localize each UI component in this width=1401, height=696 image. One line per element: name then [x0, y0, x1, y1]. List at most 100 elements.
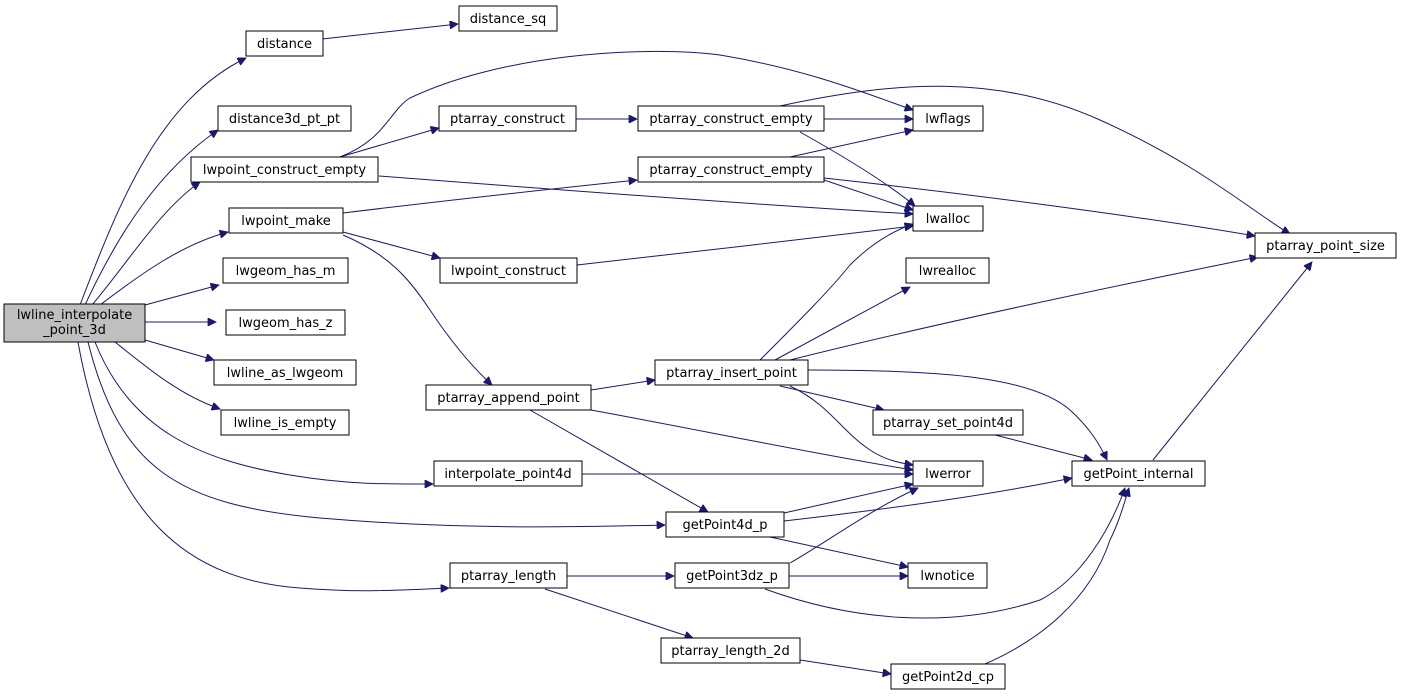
node-lwline-as-lwgeom[interactable]: lwline_as_lwgeom [213, 359, 357, 386]
node-getpoint2d-cp[interactable]: getPoint2d_cp [890, 663, 1006, 690]
edge-layer [77, 24, 1312, 674]
edge-root-lwgeom-has-m [144, 285, 219, 306]
node-ptarray-construct-empty-a-label: ptarray_construct_empty [649, 112, 812, 127]
node-lwline-is-empty[interactable]: lwline_is_empty [220, 409, 350, 436]
edge-getpoint-internal-ptarray-point-size [1152, 262, 1312, 461]
node-lwalloc-label: lwalloc [926, 212, 971, 227]
edge-ptarray-append-point-getpoint4d-p [529, 409, 708, 512]
edge-getpoint3dz-p-lwerror [789, 488, 918, 564]
edge-lwpoint-construct-lwalloc [576, 226, 913, 266]
edge-getpoint2d-cp-getpoint-internal [984, 488, 1129, 665]
edge-lwpoint-construct-empty-ptarray-construct [339, 128, 439, 158]
node-distance3d-pt-pt-label: distance3d_pt_pt [229, 112, 340, 127]
node-layer: lwline_interpolate _point_3d distance di… [3, 5, 1397, 690]
edge-getpoint4d-p-getpoint-internal [783, 478, 1072, 522]
edge-ptarray-insert-point-lwerror [789, 385, 913, 465]
node-ptarray-insert-point-label: ptarray_insert_point [666, 366, 797, 381]
edge-root-lwline-is-empty [114, 341, 220, 409]
node-lwgeom-has-m-label: lwgeom_has_m [236, 264, 336, 279]
node-getpoint-internal-label: getPoint_internal [1083, 467, 1193, 482]
node-interpolate-point4d[interactable]: interpolate_point4d [433, 460, 583, 487]
node-lwnotice[interactable]: lwnotice [907, 562, 988, 589]
node-lwgeom-has-z[interactable]: lwgeom_has_z [225, 309, 346, 336]
node-getpoint3dz-p-label: getPoint3dz_p [686, 569, 778, 584]
edge-getpoint3dz-p-getpoint-internal [764, 488, 1125, 619]
node-distance-sq-label: distance_sq [470, 12, 547, 27]
edge-root-getpoint4d-p [87, 341, 665, 527]
node-ptarray-set-point4d[interactable]: ptarray_set_point4d [872, 409, 1024, 436]
node-ptarray-append-point[interactable]: ptarray_append_point [425, 384, 592, 411]
edge-root-lwpoint-make [99, 232, 228, 306]
node-ptarray-construct-empty-a[interactable]: ptarray_construct_empty [637, 105, 825, 132]
node-ptarray-point-size-label: ptarray_point_size [1266, 239, 1385, 254]
edge-lwpoint-construct-empty-lwalloc [378, 175, 913, 214]
node-distance-label: distance [257, 37, 312, 52]
node-ptarray-insert-point[interactable]: ptarray_insert_point [654, 359, 809, 386]
node-lwpoint-construct[interactable]: lwpoint_construct [439, 257, 578, 284]
node-lwline-as-lwgeom-label: lwline_as_lwgeom [227, 366, 344, 381]
edge-root-distance3d-pt-pt [84, 130, 218, 306]
edge-root-lwpoint-construct-empty [91, 182, 200, 306]
node-ptarray-construct-empty-b[interactable]: ptarray_construct_empty [637, 156, 825, 183]
node-interpolate-point4d-label: interpolate_point4d [444, 467, 571, 482]
edge-ptarray-append-point-ptarray-insert-point [590, 380, 655, 391]
node-getpoint3dz-p[interactable]: getPoint3dz_p [674, 562, 790, 589]
edge-root-distance [79, 58, 246, 306]
edge-ptarray-construct-empty-a-lwalloc [799, 131, 915, 206]
edge-ptarray-construct-empty-b-lwalloc [823, 179, 913, 210]
node-lwalloc[interactable]: lwalloc [912, 205, 984, 232]
edge-lwpoint-make-ptarray-append-point [342, 234, 492, 385]
node-getpoint-internal[interactable]: getPoint_internal [1071, 460, 1206, 487]
node-lwpoint-construct-empty-label: lwpoint_construct_empty [203, 163, 366, 178]
node-ptarray-length[interactable]: ptarray_length [449, 562, 568, 589]
node-ptarray-length-2d[interactable]: ptarray_length_2d [660, 637, 801, 664]
node-lwgeom-has-z-label: lwgeom_has_z [239, 316, 333, 331]
node-lwgeom-has-m[interactable]: lwgeom_has_m [222, 257, 349, 284]
node-lwerror-label: lwerror [925, 467, 971, 482]
edge-lwpoint-construct-empty-lwflags [339, 50, 913, 158]
node-lwerror[interactable]: lwerror [912, 460, 984, 487]
edge-ptarray-set-point4d-getpoint-internal [994, 434, 1092, 460]
node-getpoint2d-cp-label: getPoint2d_cp [902, 670, 994, 685]
edge-ptarray-length-ptarray-length-2d [544, 588, 693, 638]
node-lwflags[interactable]: lwflags [912, 105, 984, 132]
edge-root-interpolate-point4d [94, 341, 433, 484]
edge-getpoint4d-p-lwnotice [769, 536, 908, 567]
node-lwline-is-empty-label: lwline_is_empty [234, 416, 337, 431]
edge-ptarray-insert-point-ptarray-point-size [789, 257, 1258, 361]
edge-ptarray-insert-point-ptarray-set-point4d [779, 385, 884, 410]
node-lwpoint-construct-empty[interactable]: lwpoint_construct_empty [190, 156, 379, 183]
node-lwpoint-make[interactable]: lwpoint_make [228, 207, 344, 234]
node-root-label-line1: lwline_interpolate [17, 308, 132, 323]
edge-ptarray-insert-point-lwalloc [759, 224, 913, 361]
edge-ptarray-construct-empty-b-ptarray-point-size [823, 177, 1255, 236]
edge-distance-distance-sq [321, 24, 458, 40]
edge-root-lwline-as-lwgeom [144, 339, 214, 360]
edge-ptarray-length-2d-getpoint2d-cp [799, 659, 891, 674]
edge-ptarray-construct-empty-a-ptarray-point-size [779, 85, 1290, 234]
node-ptarray-append-point-label: ptarray_append_point [437, 391, 580, 406]
node-getpoint4d-p-label: getPoint4d_p [683, 518, 768, 533]
node-ptarray-construct-label: ptarray_construct [450, 112, 565, 127]
node-distance3d-pt-pt[interactable]: distance3d_pt_pt [217, 105, 352, 132]
node-distance[interactable]: distance [245, 30, 324, 57]
node-lwnotice-label: lwnotice [920, 569, 974, 584]
node-root[interactable]: lwline_interpolate _point_3d [3, 303, 146, 343]
node-lwrealloc-label: lwrealloc [919, 264, 977, 279]
node-ptarray-construct[interactable]: ptarray_construct [438, 105, 577, 132]
edge-ptarray-append-point-lwerror [590, 409, 913, 470]
edge-ptarray-construct-empty-b-lwflags [789, 130, 913, 158]
node-ptarray-construct-empty-b-label: ptarray_construct_empty [649, 163, 812, 178]
node-lwpoint-make-label: lwpoint_make [241, 214, 331, 229]
edge-lwpoint-make-ptarray-construct-empty-b [342, 180, 637, 214]
node-ptarray-length-label: ptarray_length [461, 569, 556, 584]
node-lwpoint-construct-label: lwpoint_construct [451, 264, 566, 279]
edge-getpoint4d-p-lwerror [783, 484, 913, 514]
edge-root-ptarray-length [77, 341, 449, 591]
node-distance-sq[interactable]: distance_sq [458, 5, 558, 32]
node-getpoint4d-p[interactable]: getPoint4d_p [665, 511, 785, 538]
node-ptarray-point-size[interactable]: ptarray_point_size [1254, 232, 1397, 259]
node-lwrealloc[interactable]: lwrealloc [905, 257, 990, 284]
edge-ptarray-insert-point-getpoint-internal [807, 369, 1107, 460]
